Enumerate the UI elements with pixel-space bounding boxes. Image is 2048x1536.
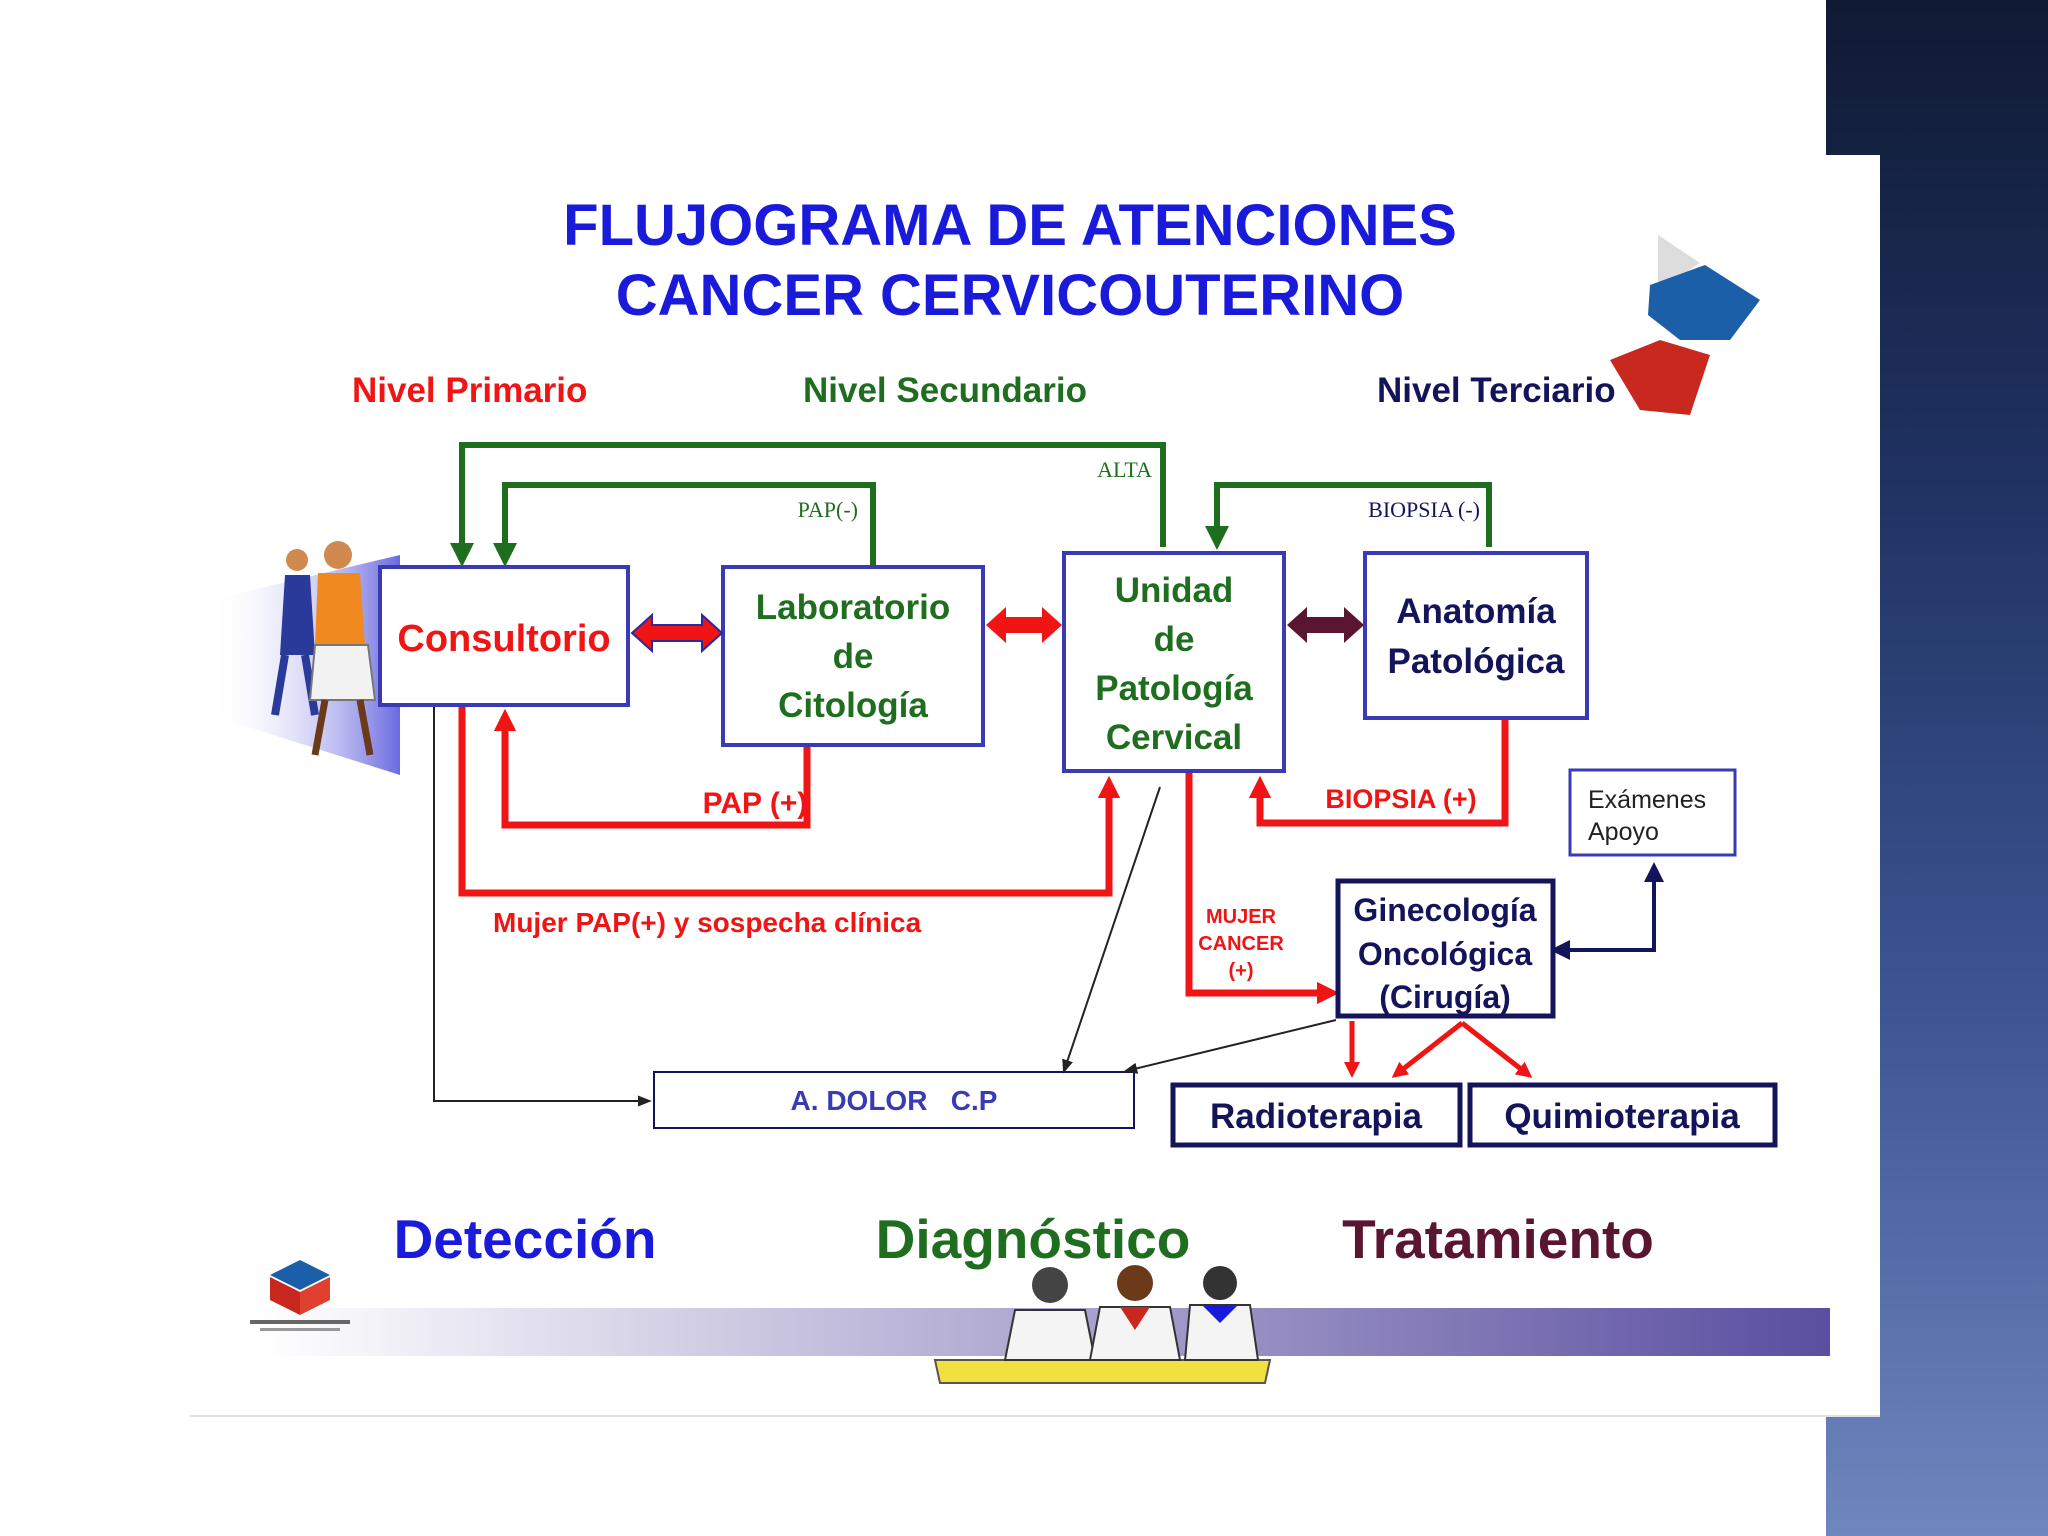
- laboratorio-box: [721, 565, 985, 747]
- dolor-cp-label: A. DOLOR C.P: [791, 1085, 998, 1116]
- double-arrow-lab-unidad: [986, 607, 1062, 643]
- level-primary: Nivel Primario: [352, 371, 587, 410]
- flowchart-diagram: FLUJOGRAMA DE ATENCIONES CANCER CERVICOU…: [210, 193, 1830, 1384]
- quimioterapia-box: [1467, 1082, 1778, 1148]
- double-arrow-consultorio-lab: [630, 612, 724, 654]
- anatomia-line-1: Anatomía: [1396, 592, 1556, 631]
- pap-negative-label: PAP(-): [798, 497, 858, 522]
- walking-people-icon: [210, 541, 400, 775]
- ginecologia-line-3: (Cirugía): [1379, 979, 1511, 1015]
- quimio-arrow-right: [1460, 1021, 1533, 1078]
- ginecologia-line-1: Ginecología: [1353, 892, 1536, 928]
- examenes-line-1: Exámenes: [1588, 786, 1706, 814]
- laboratorio-line-3: Citología: [778, 686, 928, 725]
- stage-tratamiento: Tratamiento: [1342, 1208, 1654, 1270]
- biopsia-positive-arrow: [1248, 720, 1509, 827]
- mujer-pap-label: Mujer PAP(+) y sospecha clínica: [493, 907, 922, 938]
- radioterapia-label: Radioterapia: [1210, 1097, 1423, 1136]
- ginecologia-line-2: Oncológica: [1358, 936, 1532, 972]
- mujer-cancer-line-1: MUJER: [1206, 906, 1277, 928]
- medical-team-icon: [933, 1265, 1272, 1384]
- anatomia-line-2: Patológica: [1388, 642, 1566, 681]
- pap-negative-arrow: [493, 482, 876, 567]
- biopsia-negative-arrow: [1205, 482, 1492, 550]
- level-secondary: Nivel Secundario: [803, 371, 1087, 410]
- consultorio-label: Consultorio: [397, 618, 610, 660]
- biopsia-negative-label: BIOPSIA (-): [1368, 497, 1480, 522]
- title-line-2: CANCER CERVICOUTERINO: [616, 263, 1404, 328]
- laboratorio-line-1: Laboratorio: [756, 588, 950, 627]
- government-logo-icon: [1610, 235, 1760, 415]
- examenes-apoyo-box: [1568, 768, 1737, 857]
- dolor-cp-box: [653, 1071, 1135, 1129]
- pap-positive-arrow: [493, 708, 811, 829]
- mujer-cancer-line-3: (+): [1229, 960, 1254, 982]
- biopsia-positive-label: BIOPSIA (+): [1325, 784, 1476, 814]
- double-arrow-unidad-anatomia: [1287, 607, 1364, 643]
- title-line-1: FLUJOGRAMA DE ATENCIONES: [563, 193, 1457, 258]
- laboratorio-line-2: de: [833, 637, 874, 676]
- ginecologia-box: [1335, 878, 1556, 1019]
- stage-deteccion: Detección: [394, 1208, 657, 1270]
- unidad-line-2: de: [1154, 620, 1195, 659]
- consultorio-dolor-line: [433, 707, 652, 1107]
- unidad-line-1: Unidad: [1115, 571, 1234, 610]
- slide: FLUJOGRAMA DE ATENCIONES CANCER CERVICOU…: [190, 155, 1880, 1417]
- pap-positive-label: PAP (+): [703, 787, 808, 820]
- mujer-cancer-line-2: CANCER: [1198, 933, 1284, 955]
- quimio-arrow-left: [1391, 1021, 1464, 1078]
- ginecologia-examenes-arrow: [1550, 862, 1664, 960]
- mujer-pap-arrow: [458, 707, 1121, 897]
- radioterapia-box: [1170, 1082, 1463, 1148]
- mujer-cancer-arrow: [1185, 773, 1340, 1005]
- alta-arrow: [450, 442, 1166, 567]
- stage-diagnostico: Diagnóstico: [876, 1208, 1191, 1270]
- examenes-line-2: Apoyo: [1588, 818, 1659, 846]
- consultorio-box: [378, 565, 630, 707]
- ginecologia-dolor-line: [1123, 1019, 1337, 1074]
- level-tertiary: Nivel Terciario: [1377, 371, 1616, 410]
- unidad-line-4: Cervical: [1106, 718, 1242, 757]
- ministry-logo-icon: [250, 1260, 350, 1331]
- unidad-dolor-line: [1062, 786, 1161, 1074]
- anatomia-patologica-box: [1363, 551, 1589, 720]
- unidad-patologia-box: [1062, 551, 1286, 773]
- quimioterapia-label: Quimioterapia: [1504, 1097, 1740, 1136]
- unidad-line-3: Patología: [1095, 669, 1253, 708]
- alta-label: ALTA: [1097, 457, 1152, 482]
